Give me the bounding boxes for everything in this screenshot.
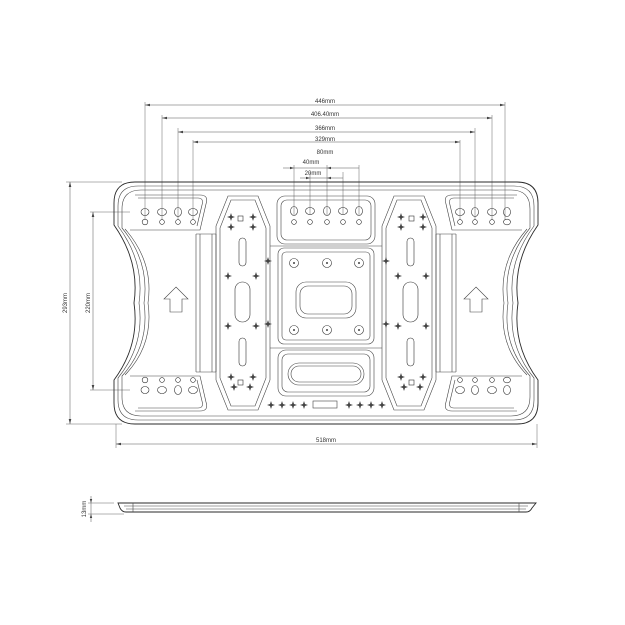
- up-arrow-icons: [163, 286, 489, 313]
- plate-outline: [113, 181, 539, 425]
- dim-518-label: 518mm: [316, 438, 336, 444]
- dim-220-label: 220mm: [86, 293, 92, 313]
- dim-293-label: 293mm: [63, 293, 69, 313]
- side-profile: [88, 496, 537, 522]
- dim-13-label: 13mm: [82, 501, 88, 518]
- bottom-dimension: [115, 424, 538, 448]
- left-up-arrow-icon: [163, 286, 189, 313]
- center-panels: [270, 195, 382, 409]
- dim-446-label: 446mm: [315, 99, 335, 105]
- left-dimension-lines: [66, 181, 130, 425]
- dim-329-label: 329mm: [315, 137, 335, 143]
- corner-pockets: [130, 194, 522, 412]
- dim-40-label: 40mm: [303, 160, 320, 166]
- dim-366-label: 366mm: [315, 126, 335, 132]
- top-dimension-lines: [144, 102, 506, 220]
- side-panels: [215, 195, 437, 411]
- dim-20-label: 20mm: [305, 171, 322, 177]
- fastener-marks: [224, 213, 430, 409]
- center-holes: [289, 258, 364, 335]
- mounting-slots: [140, 206, 511, 395]
- right-up-arrow-icon: [463, 286, 489, 313]
- dim-406-label: 406.40mm: [311, 112, 339, 118]
- top-dimension-labels: 446mm 406.40mm 366mm 329mm 80mm 40mm 20m…: [303, 99, 340, 177]
- dim-80-label: 80mm: [317, 150, 334, 156]
- side-panel-slots: [234, 237, 419, 367]
